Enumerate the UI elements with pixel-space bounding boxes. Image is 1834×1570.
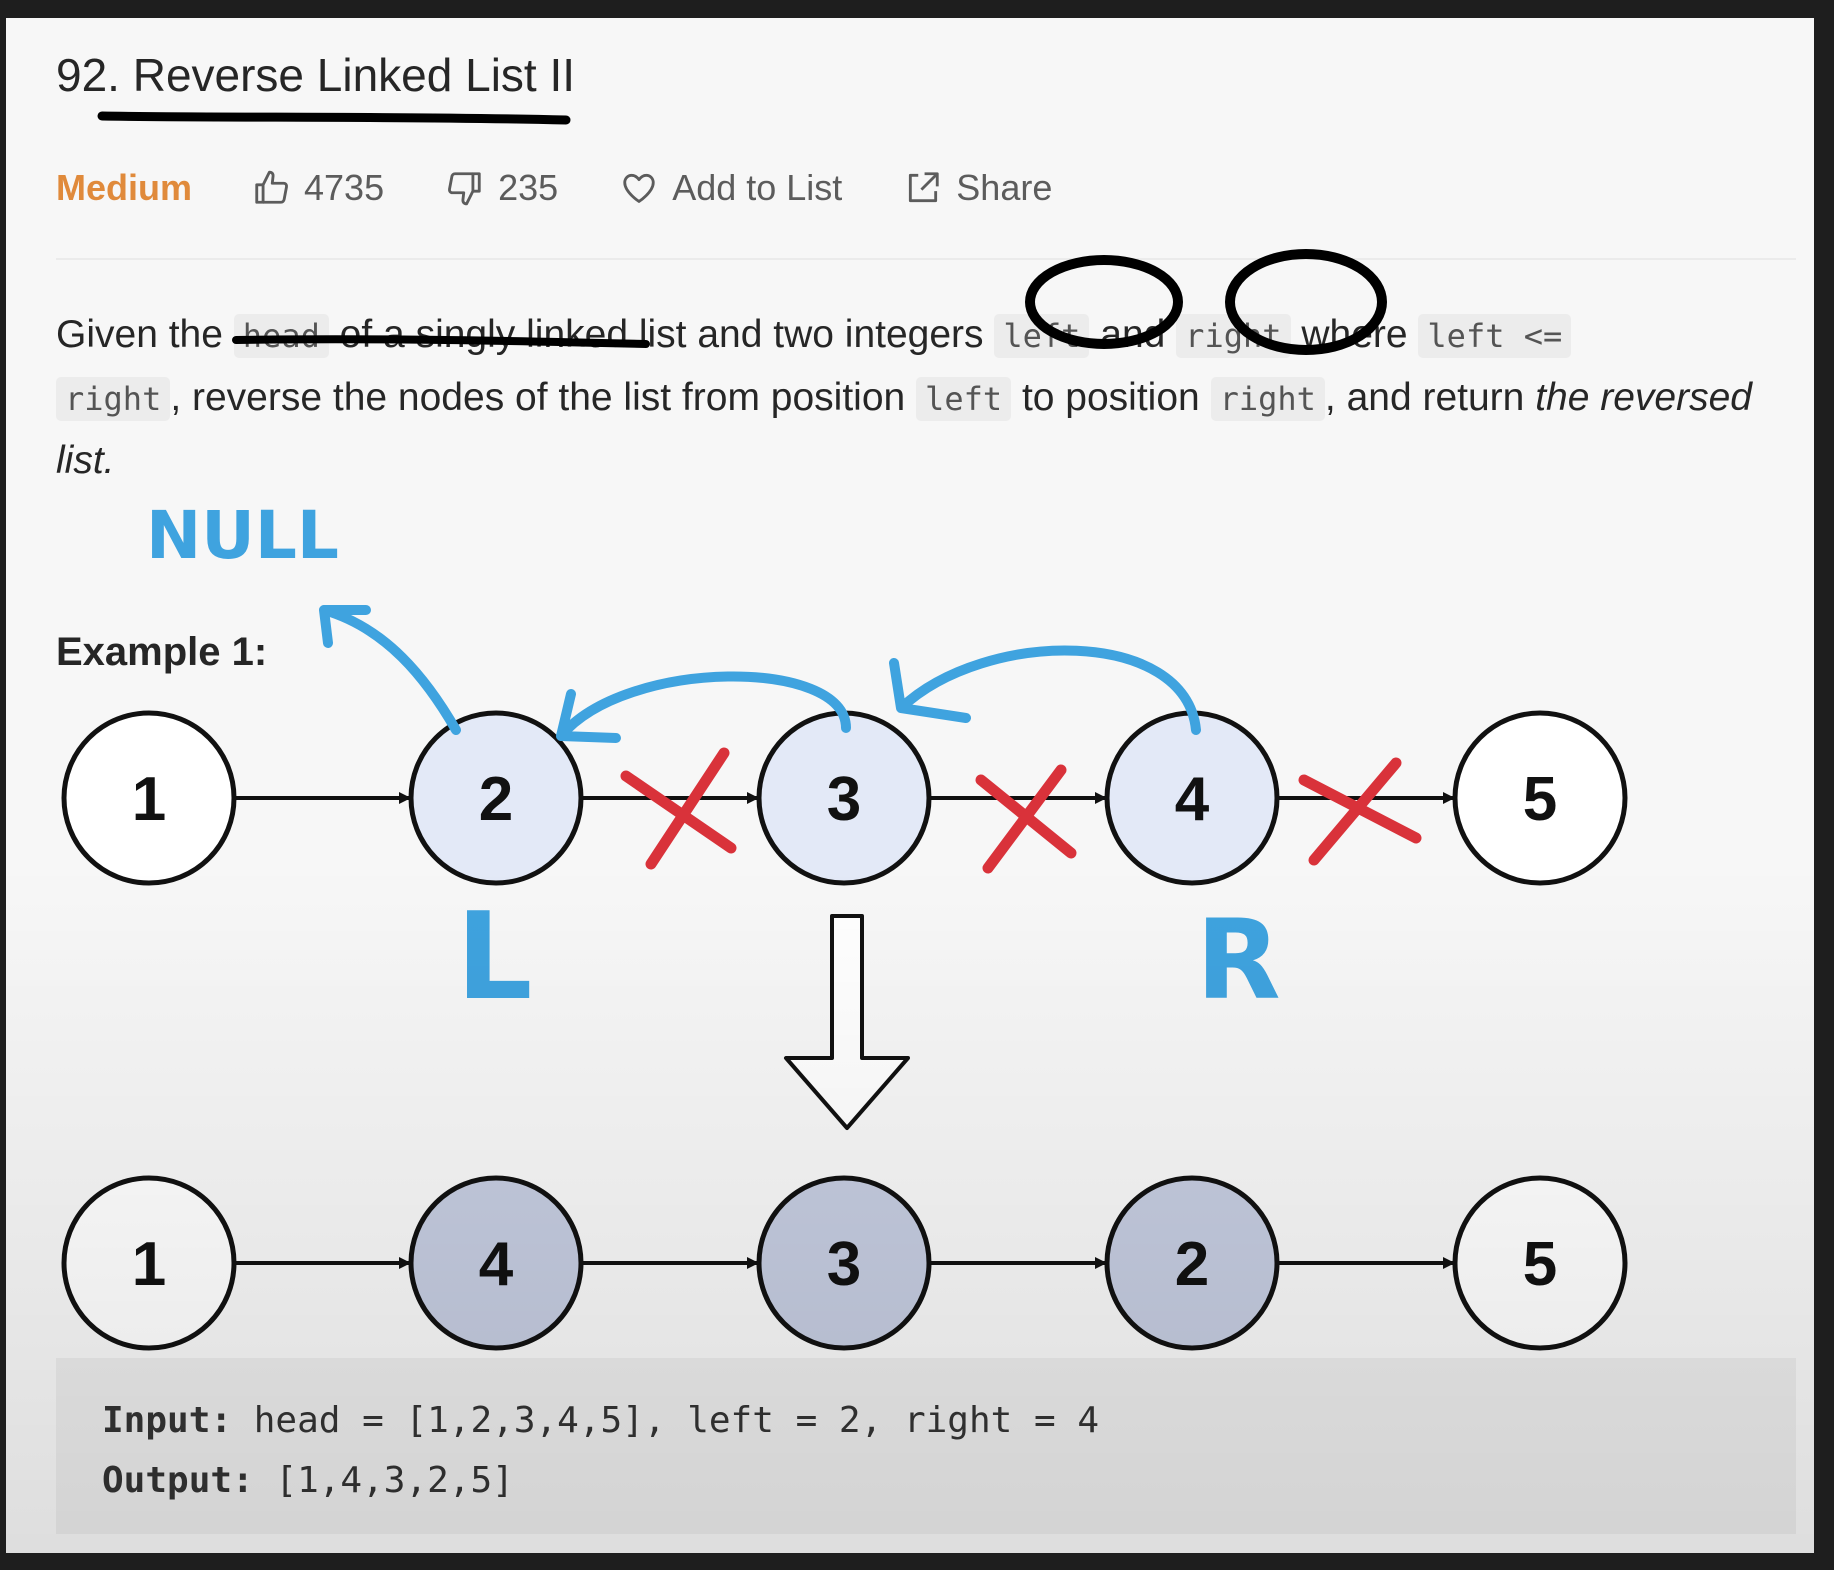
before-node-value-4: 4: [1175, 765, 1210, 834]
null-annotation: NULL: [146, 497, 339, 574]
share-button[interactable]: Share: [904, 167, 1052, 209]
example-title: Example 1:: [56, 630, 268, 674]
heart-icon: [623, 173, 655, 203]
head-underline: [232, 335, 650, 348]
right-circle-annotation: [1225, 249, 1387, 355]
add-to-list-button[interactable]: Add to List: [620, 167, 842, 209]
input-line: Input: head = [1,2,3,4,5], left = 2, rig…: [102, 1400, 1099, 1441]
left-marker: L: [456, 888, 532, 1027]
null-label: NULL: [146, 497, 339, 574]
add-to-list-label: Add to List: [672, 167, 843, 208]
problem-description: Given the head of a singly linked list a…: [56, 304, 1756, 492]
null-pointer-arrow: [319, 605, 461, 735]
code-right: right: [1210, 377, 1325, 421]
output-label: Output:: [102, 1460, 254, 1501]
like-button[interactable]: 4735: [252, 167, 384, 209]
reverse-arrow-4-to-3: [889, 645, 1201, 735]
code-right: right: [56, 377, 171, 421]
right-marker: R: [1196, 896, 1281, 1024]
input-label: Input:: [102, 1400, 233, 1441]
before-node-value-3: 3: [827, 765, 861, 834]
title-underline: [97, 111, 571, 125]
thumbs-up-icon: [255, 170, 289, 204]
after-node-value-3: 3: [827, 1230, 861, 1299]
output-line: Output: [1,4,3,2,5]: [102, 1460, 514, 1501]
before-node-value-5: 5: [1523, 765, 1557, 834]
desc-text: of a singly linked list and two integers: [328, 313, 995, 356]
down-arrow: [784, 914, 910, 1130]
desc-text: to position: [1011, 376, 1211, 419]
cut-mark-3-4: [975, 764, 1077, 874]
code-right: right: [1176, 314, 1291, 358]
cut-mark-4-5: [1298, 757, 1422, 866]
after-node-2: [408, 1175, 584, 1351]
before-node-5: [1452, 710, 1628, 886]
problem-page: 92. Reverse Linked List II Medium 4735 2…: [6, 18, 1814, 1553]
share-icon: [909, 172, 939, 203]
code-left: left: [916, 377, 1012, 421]
before-node-2: [408, 710, 584, 886]
after-node-5: [1452, 1175, 1628, 1351]
after-node-value-5: 5: [1523, 1230, 1557, 1299]
example-io-box: Input: head = [1,2,3,4,5], left = 2, rig…: [56, 1358, 1796, 1534]
desc-italic-text: the reversed list.: [56, 376, 1752, 482]
reverse-arrow-3-to-2: [556, 671, 851, 743]
original-list: 1 2 3 4 5: [61, 710, 1628, 886]
after-node-1: [61, 1175, 237, 1351]
after-node-value-1: 1: [132, 1230, 166, 1299]
difficulty-badge: Medium: [56, 167, 193, 208]
after-node-4: [1104, 1175, 1280, 1351]
desc-text: Given the: [56, 313, 234, 356]
before-node-value-2: 2: [479, 765, 513, 834]
header-divider: [56, 258, 1796, 260]
thumbs-down-icon: [448, 172, 481, 206]
problem-title: 92. Reverse Linked List II: [56, 49, 576, 101]
after-node-3: [756, 1175, 932, 1351]
left-circle-annotation: [1025, 255, 1183, 349]
input-value: head = [1,2,3,4,5], left = 2, right = 4: [253, 1400, 1100, 1441]
like-count: 4735: [304, 167, 385, 208]
reversed-list: 1 4 3 2 5: [61, 1175, 1628, 1351]
linked-list-diagram: 1 2 3 4 5 1 4 3 2 5 NULL L R: [61, 111, 1628, 1410]
before-node-1: [61, 710, 237, 886]
before-node-value-1: 1: [132, 765, 166, 834]
output-value: [1,4,3,2,5]: [275, 1460, 514, 1501]
dislike-button[interactable]: 235: [446, 167, 558, 209]
desc-text: , and return: [1324, 376, 1536, 419]
after-node-value-2: 4: [479, 1230, 514, 1299]
code-left-le: left <=: [1418, 314, 1572, 358]
after-node-value-4: 2: [1175, 1230, 1209, 1299]
problem-meta-bar: Medium 4735 235 Add to List Share: [56, 163, 1114, 213]
desc-text: , reverse the nodes of the list from pos…: [170, 376, 917, 419]
share-label: Share: [956, 167, 1053, 208]
cut-mark-2-3: [620, 747, 737, 870]
dislike-count: 235: [498, 167, 559, 208]
